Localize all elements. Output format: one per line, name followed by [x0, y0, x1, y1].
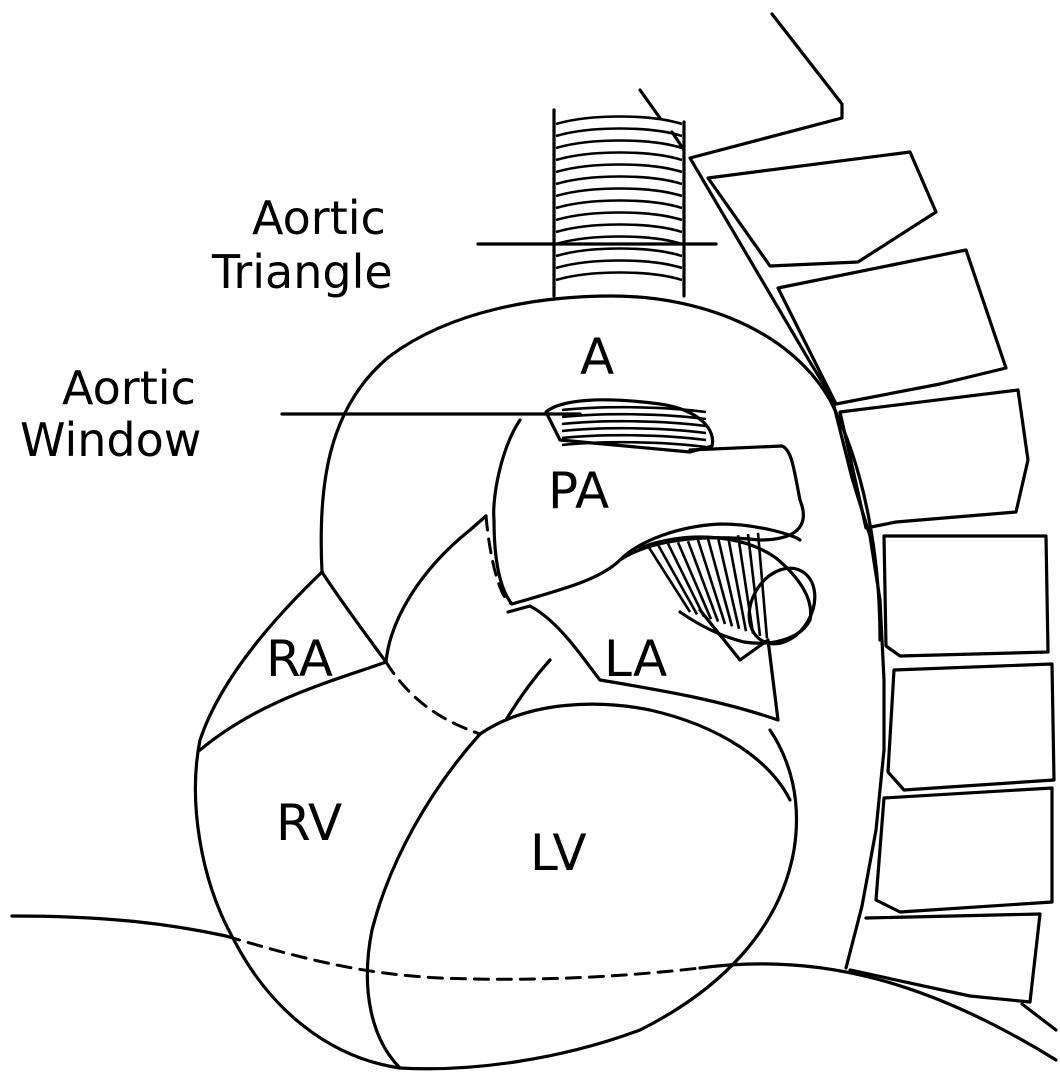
trachea-ring: [556, 153, 682, 161]
trachea-ring: [556, 249, 682, 257]
bronchus-outline: [640, 537, 811, 643]
window-hatch-line: [562, 421, 706, 426]
spine-outline: [690, 14, 884, 968]
bronchus-tube: [640, 533, 828, 656]
trachea-ring: [556, 261, 682, 269]
aortic-window-structure: [546, 400, 713, 452]
aortic-window-label-line2: Window: [20, 413, 201, 467]
left-atrium-label: LA: [604, 630, 667, 688]
pulmonary-artery-label: PA: [548, 462, 609, 520]
trachea-ring: [556, 117, 682, 125]
trachea-ring: [556, 225, 682, 233]
aorta-label: A: [580, 328, 614, 386]
aortic-triangle-label-line1: Aortic: [252, 191, 386, 245]
interventricular-line: [367, 734, 480, 1068]
left-ventricle-label: LV: [530, 824, 587, 882]
window-hatch-line: [562, 414, 706, 419]
bronchus-hatch-line: [658, 545, 697, 615]
ventricle-outer: [400, 730, 797, 1069]
trachea-rings: [556, 117, 682, 281]
trachea-ring: [556, 201, 682, 209]
trachea-ring: [556, 129, 682, 137]
trachea-ring: [556, 177, 682, 185]
trachea-ring: [556, 189, 682, 197]
dashed-ra-boundary: [386, 662, 480, 734]
vertebra-2: [778, 250, 1006, 404]
trachea-ring: [556, 213, 682, 221]
trachea: [554, 90, 684, 296]
aortic-window-label-line1: Aortic: [62, 361, 196, 415]
dashed-diaphragm: [226, 936, 700, 979]
trachea-ring: [556, 273, 682, 281]
trachea-ring: [556, 165, 682, 173]
window-hatch-line: [562, 428, 706, 433]
right-atrium-label: RA: [266, 630, 333, 688]
spine-tail: [1022, 1004, 1056, 1030]
vertebra-5: [888, 664, 1054, 790]
ra-pa-line: [386, 516, 486, 662]
aortic-triangle-label-line2: Triangle: [211, 245, 393, 299]
vertebra-4: [884, 536, 1048, 656]
diaphragm-line: [12, 916, 1056, 1060]
dashed-pa-boundary: [486, 516, 512, 604]
window-hatch-line: [562, 435, 706, 440]
lv-upper-boundary: [480, 704, 790, 800]
right-ventricle-label: RV: [276, 794, 342, 852]
spine: [690, 14, 1056, 1030]
trachea-ring: [556, 141, 682, 149]
vertebra-6: [876, 788, 1052, 912]
vertebra-7: [850, 914, 1040, 1002]
